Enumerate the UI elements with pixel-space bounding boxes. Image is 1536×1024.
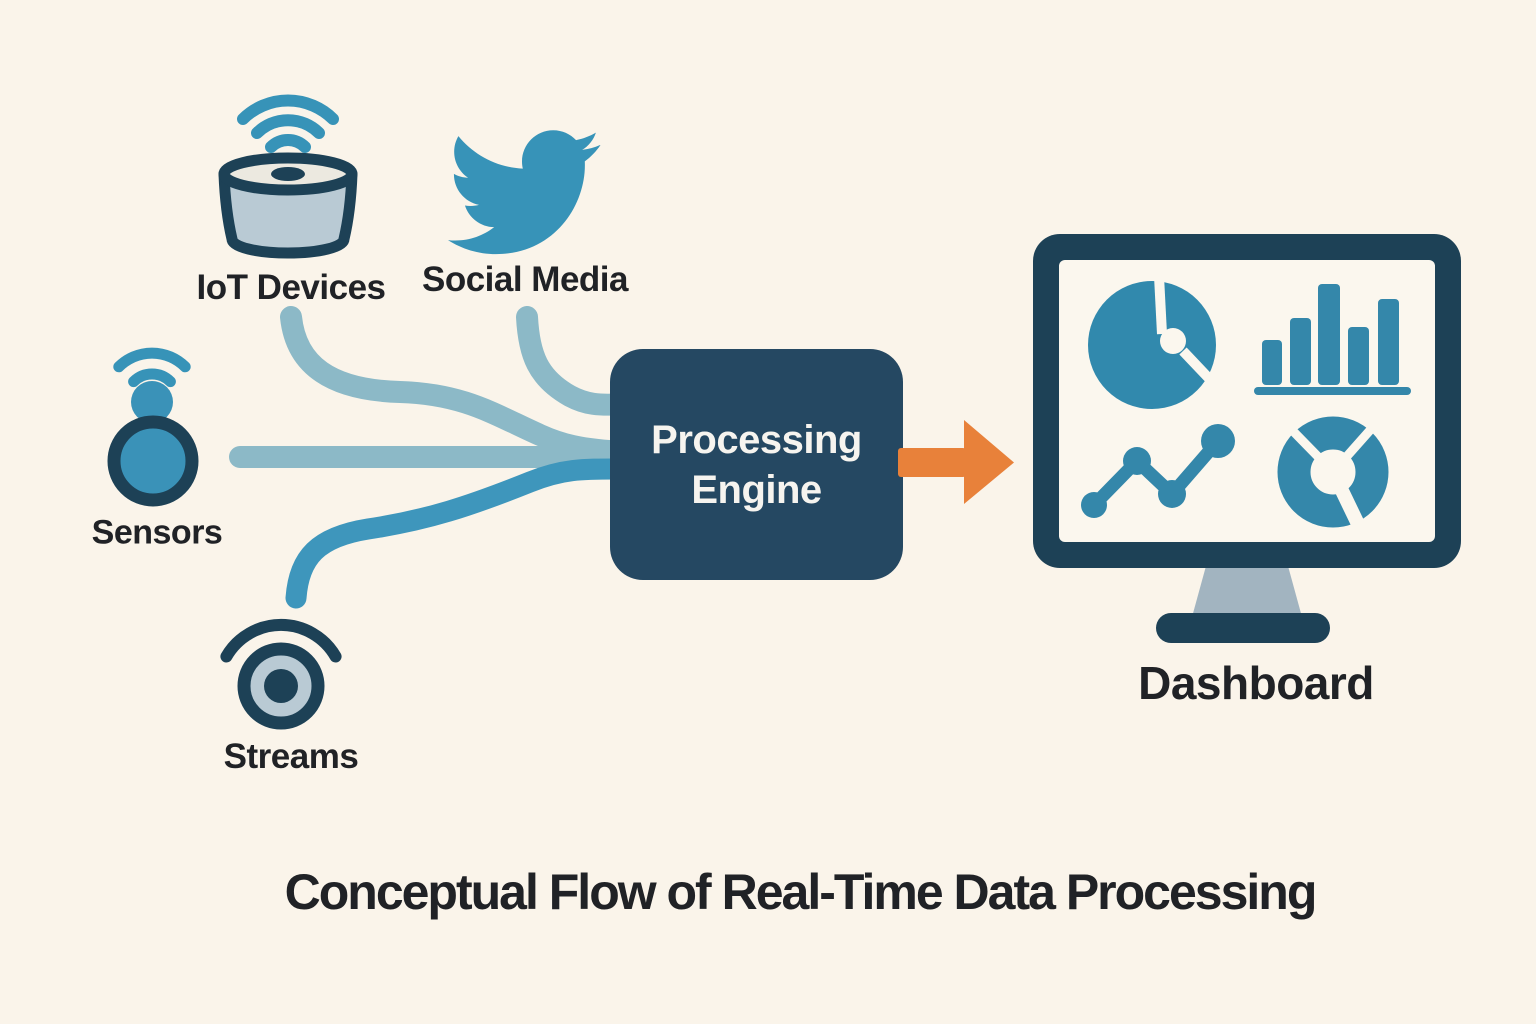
speaker-body	[218, 168, 358, 259]
streams-label: Streams	[223, 737, 359, 776]
edge-social-to-engine	[516, 306, 636, 416]
flow-arrow-icon	[898, 420, 1014, 504]
stream-lens-icon	[220, 618, 342, 730]
edge-streams-to-engine	[285, 458, 636, 609]
stream-arc	[220, 618, 342, 663]
wifi-waves-icon	[113, 347, 191, 388]
sensor-head	[131, 381, 173, 423]
wireless-sensor-icon	[107, 347, 199, 507]
sensor-body	[107, 415, 199, 507]
wifi-waves-icon	[237, 94, 339, 153]
processing-engine-label: Processing Engine	[651, 417, 862, 512]
speaker-top-dot	[271, 167, 305, 181]
processing-engine-label-wrap: Processing Engine	[610, 349, 903, 580]
sensors-label: Sensors	[91, 513, 223, 552]
twitter-bird-icon	[448, 130, 601, 255]
social-media-label: Social Media	[421, 260, 629, 299]
monitor-base	[1156, 613, 1330, 643]
pie-chart-icon	[1088, 275, 1223, 409]
diagram-caption: Conceptual Flow of Real-Time Data Proces…	[284, 864, 1318, 920]
dashboard-label: Dashboard	[1138, 657, 1374, 709]
iot-devices-label: IoT Devices	[196, 268, 386, 307]
line-chart-icon	[1081, 424, 1235, 518]
smart-speaker-wifi-icon	[218, 94, 358, 259]
donut-chart-icon	[1277, 416, 1389, 528]
edge-iot-to-engine	[280, 306, 636, 463]
lens-dot	[264, 669, 298, 703]
flow-edges	[229, 306, 636, 609]
monitor-stand	[1192, 566, 1302, 617]
processing-engine-box	[610, 349, 903, 580]
bar-chart-icon	[1254, 284, 1411, 395]
monitor-icon	[1033, 234, 1461, 643]
